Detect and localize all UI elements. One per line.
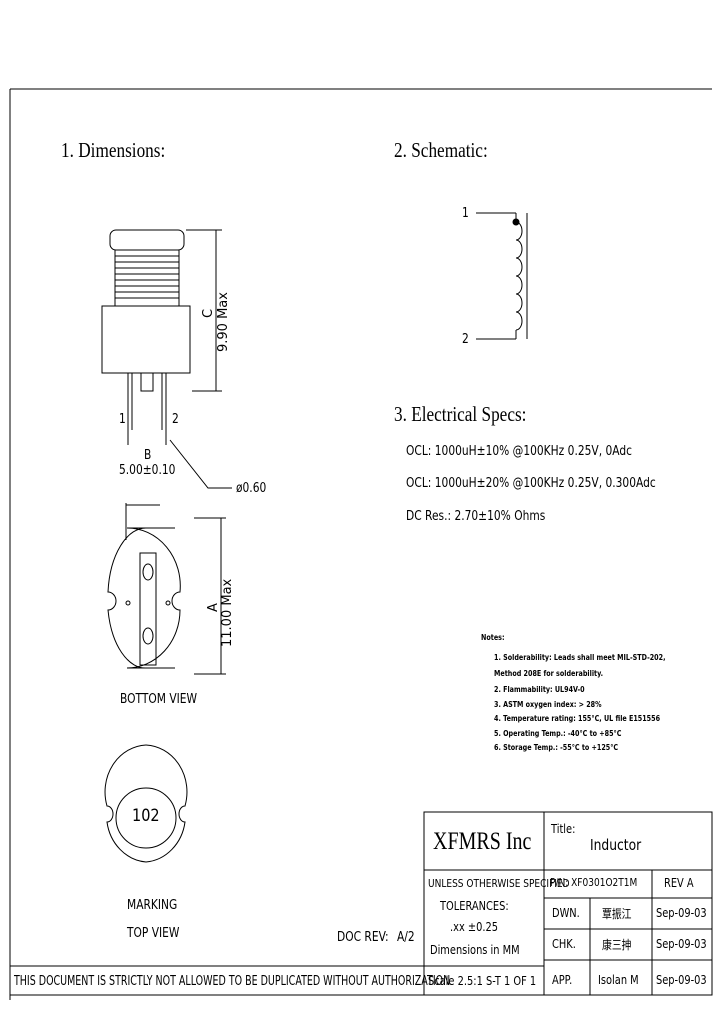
duplication-warning: THIS DOCUMENT IS STRICTLY NOT ALLOWED TO… — [14, 974, 451, 989]
note-item: 1. Solderability: Leads shall meet MIL-S… — [494, 653, 666, 662]
drawn-date: Sep-09-03 — [656, 906, 707, 920]
note-item: Method 208E for solderability. — [494, 669, 604, 678]
revision: REV A — [664, 876, 694, 890]
dim-c-label: C — [201, 308, 216, 318]
lead-diameter: ø0.60 — [236, 481, 267, 496]
title-label: Title: — [551, 822, 576, 836]
approved-date: Sep-09-03 — [656, 973, 707, 987]
note-item: 4. Temperature rating: 155°C, UL file E1… — [494, 714, 661, 723]
ocl-spec-1: OCL: 1000uH±10% @100KHz 0.25V, 0Adc — [406, 444, 632, 459]
bottom-view-label: BOTTOM VIEW — [120, 692, 198, 707]
top-view-label: TOP VIEW — [127, 926, 180, 941]
top-view-drawing — [104, 744, 188, 863]
dimensions-heading: 1. Dimensions: — [61, 138, 166, 162]
note-item: 3. ASTM oxygen index: > 28% — [494, 700, 602, 709]
drawn-name: 覃振江 — [602, 907, 632, 921]
dim-c-value: 9.90 Max — [216, 292, 231, 352]
tolerance-line-1: UNLESS OTHERWISE SPECIFIED — [428, 877, 570, 890]
ocl-spec-2: OCL: 1000uH±20% @100KHz 0.25V, 0.300Adc — [406, 476, 656, 491]
side-view-drawing — [101, 229, 232, 489]
dim-b-label: B — [144, 448, 152, 463]
checked-label: CHK. — [552, 937, 576, 951]
dim-b-value: 5.00±0.10 — [119, 463, 176, 478]
marking-code: 102 — [132, 806, 160, 826]
dc-resistance-spec: DC Res.: 2.70±10% Ohms — [406, 509, 546, 524]
tolerance-line-2: TOLERANCES: — [440, 899, 509, 913]
checked-name: 康三抻 — [602, 938, 632, 952]
tolerance-line-4: Dimensions in MM — [430, 943, 520, 957]
bottom-view-drawing — [107, 503, 226, 675]
company-name: XFMRS Inc — [433, 828, 532, 855]
doc-rev-label: DOC REV: — [337, 930, 389, 945]
checked-date: Sep-09-03 — [656, 937, 707, 951]
part-number: P/N: XF0301O2T1M — [550, 876, 638, 889]
approved-name: Isolan M — [598, 973, 639, 987]
pin-1-label: 1 — [119, 412, 126, 427]
note-item: 5. Operating Temp.: -40°C to +85°C — [494, 729, 622, 738]
approved-label: APP. — [552, 973, 573, 987]
schematic-drawing — [476, 212, 528, 340]
electrical-heading: 3. Electrical Specs: — [394, 402, 527, 426]
notes-title: Notes: — [481, 633, 505, 642]
title-block-grid — [10, 811, 713, 996]
dim-a-value: 11.00 Max — [220, 578, 235, 647]
schematic-pin-1: 1 — [462, 206, 469, 221]
drawn-label: DWN. — [552, 906, 580, 920]
tolerance-line-3: .xx ±0.25 — [450, 920, 499, 934]
doc-rev-value: A/2 — [397, 930, 415, 945]
dim-a-label: A — [206, 603, 221, 612]
note-item: 2. Flammability: UL94V-0 — [494, 685, 585, 694]
scale-info: Scale 2.5:1 S-T 1 OF 1 — [428, 974, 537, 988]
schematic-heading: 2. Schematic: — [394, 138, 488, 162]
title-value: Inductor — [590, 836, 642, 854]
schematic-pin-2: 2 — [462, 332, 469, 347]
pin-2-label: 2 — [172, 412, 179, 427]
marking-label: MARKING — [127, 898, 178, 913]
note-item: 6. Storage Temp.: -55°C to +125°C — [494, 743, 619, 752]
